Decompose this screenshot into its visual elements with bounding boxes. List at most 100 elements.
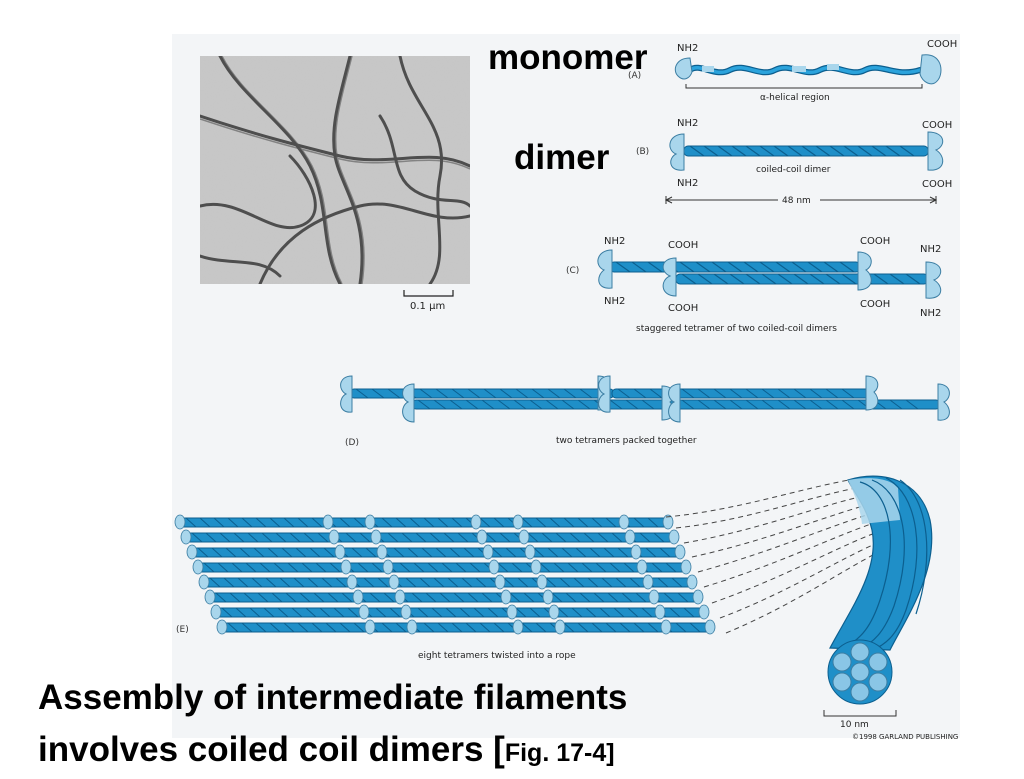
panel-c-cooh-mid-right-top: COOH xyxy=(860,236,890,247)
panel-b-caption: coiled-coil dimer xyxy=(756,165,831,175)
rope-head-domain xyxy=(394,589,406,605)
rope-head-domain xyxy=(506,604,518,620)
panel-d-two-tetramers: (D) two tetramers packed together xyxy=(340,375,950,448)
rope-head-domain xyxy=(698,604,710,620)
rope-strand xyxy=(209,592,699,603)
rope-head-domain xyxy=(174,514,186,530)
rope-head-domain xyxy=(358,604,370,620)
caption-figure-ref: Fig. 17-4] xyxy=(504,739,615,767)
panel-e-diameter-label: 10 nm xyxy=(840,720,869,730)
panel-c-nh2-left-bottom: NH2 xyxy=(604,296,625,307)
rope-strand-twist xyxy=(221,607,695,618)
rope-head-domain xyxy=(328,529,340,545)
rope-head-domain xyxy=(400,604,412,620)
rope-head-domain xyxy=(198,574,210,590)
slide-caption: Assembly of intermediate filaments invol… xyxy=(38,672,758,779)
monomer-label: monomer xyxy=(488,38,648,77)
rope-head-domain xyxy=(630,544,642,560)
panel-d-caption: two tetramers packed together xyxy=(556,436,697,446)
panel-d-letter: (D) xyxy=(345,438,359,448)
panel-c-nh2-left-top: NH2 xyxy=(604,236,625,247)
rope-head-domain xyxy=(500,589,512,605)
panel-c-tetramer: (C) NH2 NH2 COOH COOH COOH COOH NH2 NH2 … xyxy=(566,236,941,334)
panel-b-cooh-top: COOH xyxy=(922,120,952,131)
rope-head-domain xyxy=(642,574,654,590)
rope-head-domain xyxy=(482,544,494,560)
rope-head-domain xyxy=(204,589,216,605)
rope-head-domain xyxy=(542,589,554,605)
rope-strand xyxy=(179,517,669,528)
panel-e-caption: eight tetramers twisted into a rope xyxy=(418,651,576,661)
rope-head-domain xyxy=(660,619,672,635)
rope-head-domain xyxy=(346,574,358,590)
rope-head-domain xyxy=(364,619,376,635)
panel-e-rope: (E) xyxy=(174,475,933,730)
rope-head-domain xyxy=(216,619,228,635)
rope-strand xyxy=(191,547,681,558)
scale-bar xyxy=(403,290,454,297)
rope-head-domain xyxy=(680,559,692,575)
panel-b-length-label: 48 nm xyxy=(782,196,811,206)
panel-c-nh2-right-bottom: NH2 xyxy=(920,308,941,319)
rope-head-domain xyxy=(686,574,698,590)
rope-strand-twist xyxy=(197,547,671,558)
rope-head-domain xyxy=(488,559,500,575)
rope-head-domain xyxy=(376,544,388,560)
rope-strand xyxy=(221,622,711,633)
rope-head-domain xyxy=(340,559,352,575)
rope-head-domain xyxy=(370,529,382,545)
rope-head-domain xyxy=(704,619,716,635)
rope-strand-twist xyxy=(215,592,689,603)
rope-head-domain xyxy=(476,529,488,545)
panel-a-nh2-label: NH2 xyxy=(677,43,698,54)
rope-head-domain xyxy=(668,529,680,545)
rope-head-domain xyxy=(382,559,394,575)
rope-head-domain xyxy=(322,514,334,530)
scale-bar-label: 0.1 µm xyxy=(410,301,445,312)
rope-strand-twist xyxy=(227,622,701,633)
rope-head-domain xyxy=(536,574,548,590)
panel-b-nh2-top: NH2 xyxy=(677,118,698,129)
panel-c-caption: staggered tetramer of two coiled-coil di… xyxy=(636,324,837,334)
panel-b-letter: (B) xyxy=(636,147,649,157)
caption-line-2-main: involves coiled coil dimers [ xyxy=(38,730,505,769)
panel-a-region-label: α-helical region xyxy=(760,93,830,103)
rope-cross-section xyxy=(827,639,893,705)
rope-head-domain xyxy=(674,544,686,560)
rope-head-domain xyxy=(548,604,560,620)
rope-strand xyxy=(197,562,687,573)
rope-head-domain xyxy=(636,559,648,575)
rope-rows xyxy=(174,514,716,635)
rope-head-domain xyxy=(210,604,222,620)
rope-strand xyxy=(185,532,675,543)
rope-head-domain xyxy=(692,589,704,605)
panel-c-cooh-mid-left-bottom: COOH xyxy=(668,303,698,314)
rope-strand-twist xyxy=(185,517,659,528)
rope-head-domain xyxy=(364,514,376,530)
electron-micrograph xyxy=(200,56,470,284)
panel-c-cooh-mid-right-bottom: COOH xyxy=(860,299,890,310)
rope-head-domain xyxy=(388,574,400,590)
rope-head-domain xyxy=(334,544,346,560)
rope-strand-twist xyxy=(203,562,677,573)
panel-a-cooh-label: COOH xyxy=(927,39,957,50)
rope-strand-twist xyxy=(191,532,665,543)
rope-head-domain xyxy=(662,514,674,530)
rope-head-domain xyxy=(186,544,198,560)
rope-head-domain xyxy=(494,574,506,590)
rope-head-domain xyxy=(518,529,530,545)
rope-head-domain xyxy=(512,514,524,530)
caption-line-1: Assembly of intermediate filaments xyxy=(38,678,628,717)
panel-b-dimer: (B) NH2 NH2 COOH COOH coiled-coil dimer … xyxy=(636,118,952,206)
rope-head-domain xyxy=(624,529,636,545)
rope-head-domain xyxy=(192,559,204,575)
rope-head-domain xyxy=(180,529,192,545)
panel-a-letter: (A) xyxy=(628,71,641,81)
rope-strand xyxy=(203,577,693,588)
panel-b-cooh-bottom: COOH xyxy=(922,179,952,190)
panel-a-monomer: (A) NH2 COOH α-helical region xyxy=(628,39,957,103)
rope-strand xyxy=(215,607,705,618)
copyright-notice: ©1998 GARLAND PUBLISHING xyxy=(852,733,958,741)
rope-head-domain xyxy=(530,559,542,575)
